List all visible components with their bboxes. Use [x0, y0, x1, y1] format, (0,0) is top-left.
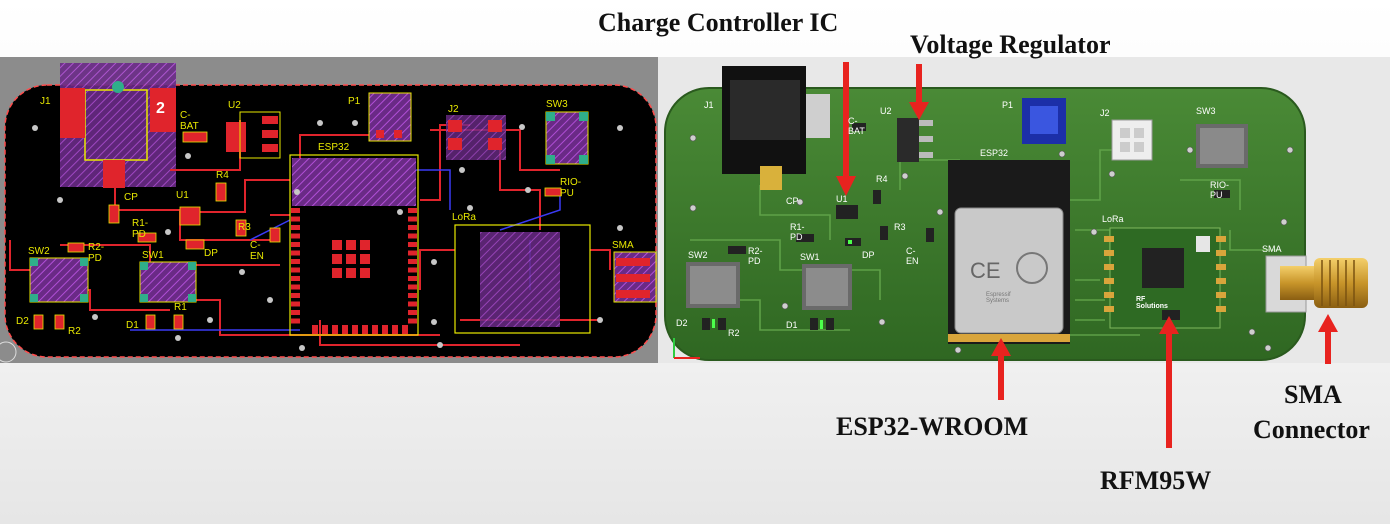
pcb-render-view: CE: [658, 57, 1390, 363]
callout-rfm95w: RFM95W: [1100, 466, 1212, 495]
callout-charge-controller: Charge Controller IC: [598, 8, 839, 37]
svg-text:CE: CE: [970, 258, 1001, 283]
callout-sma-line1: SMA: [1284, 380, 1342, 409]
pcb-layout-view: [0, 57, 658, 363]
callout-arrows: [836, 62, 1338, 448]
callout-voltage-regulator: Voltage Regulator: [910, 30, 1111, 59]
callout-esp32: ESP32-WROOM: [836, 412, 1029, 441]
callout-sma-line2: Connector: [1253, 415, 1370, 444]
